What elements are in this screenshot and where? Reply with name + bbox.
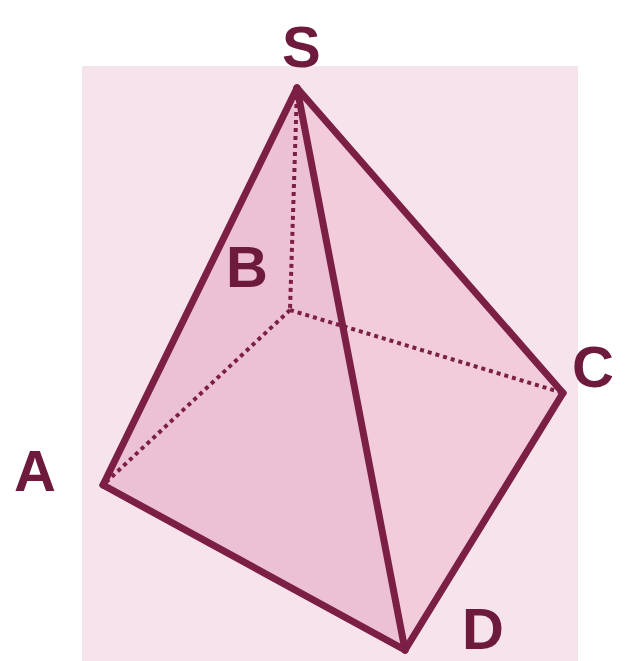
edge-sa [103,88,297,485]
edge-ad [103,485,405,650]
vertex-label: S [282,18,321,76]
vertex-label: C [572,338,614,396]
vertex-label: A [14,442,56,500]
edge-sb [290,88,297,310]
background-panel [82,66,578,661]
vertex-label: D [462,600,504,658]
visible-edges [103,88,563,650]
face-sdc [297,88,563,650]
edge-sd [297,88,405,650]
vertex-label: B [226,238,268,296]
edge-bc [290,310,563,393]
edge-sc [297,88,563,393]
edge-ba [103,310,290,485]
